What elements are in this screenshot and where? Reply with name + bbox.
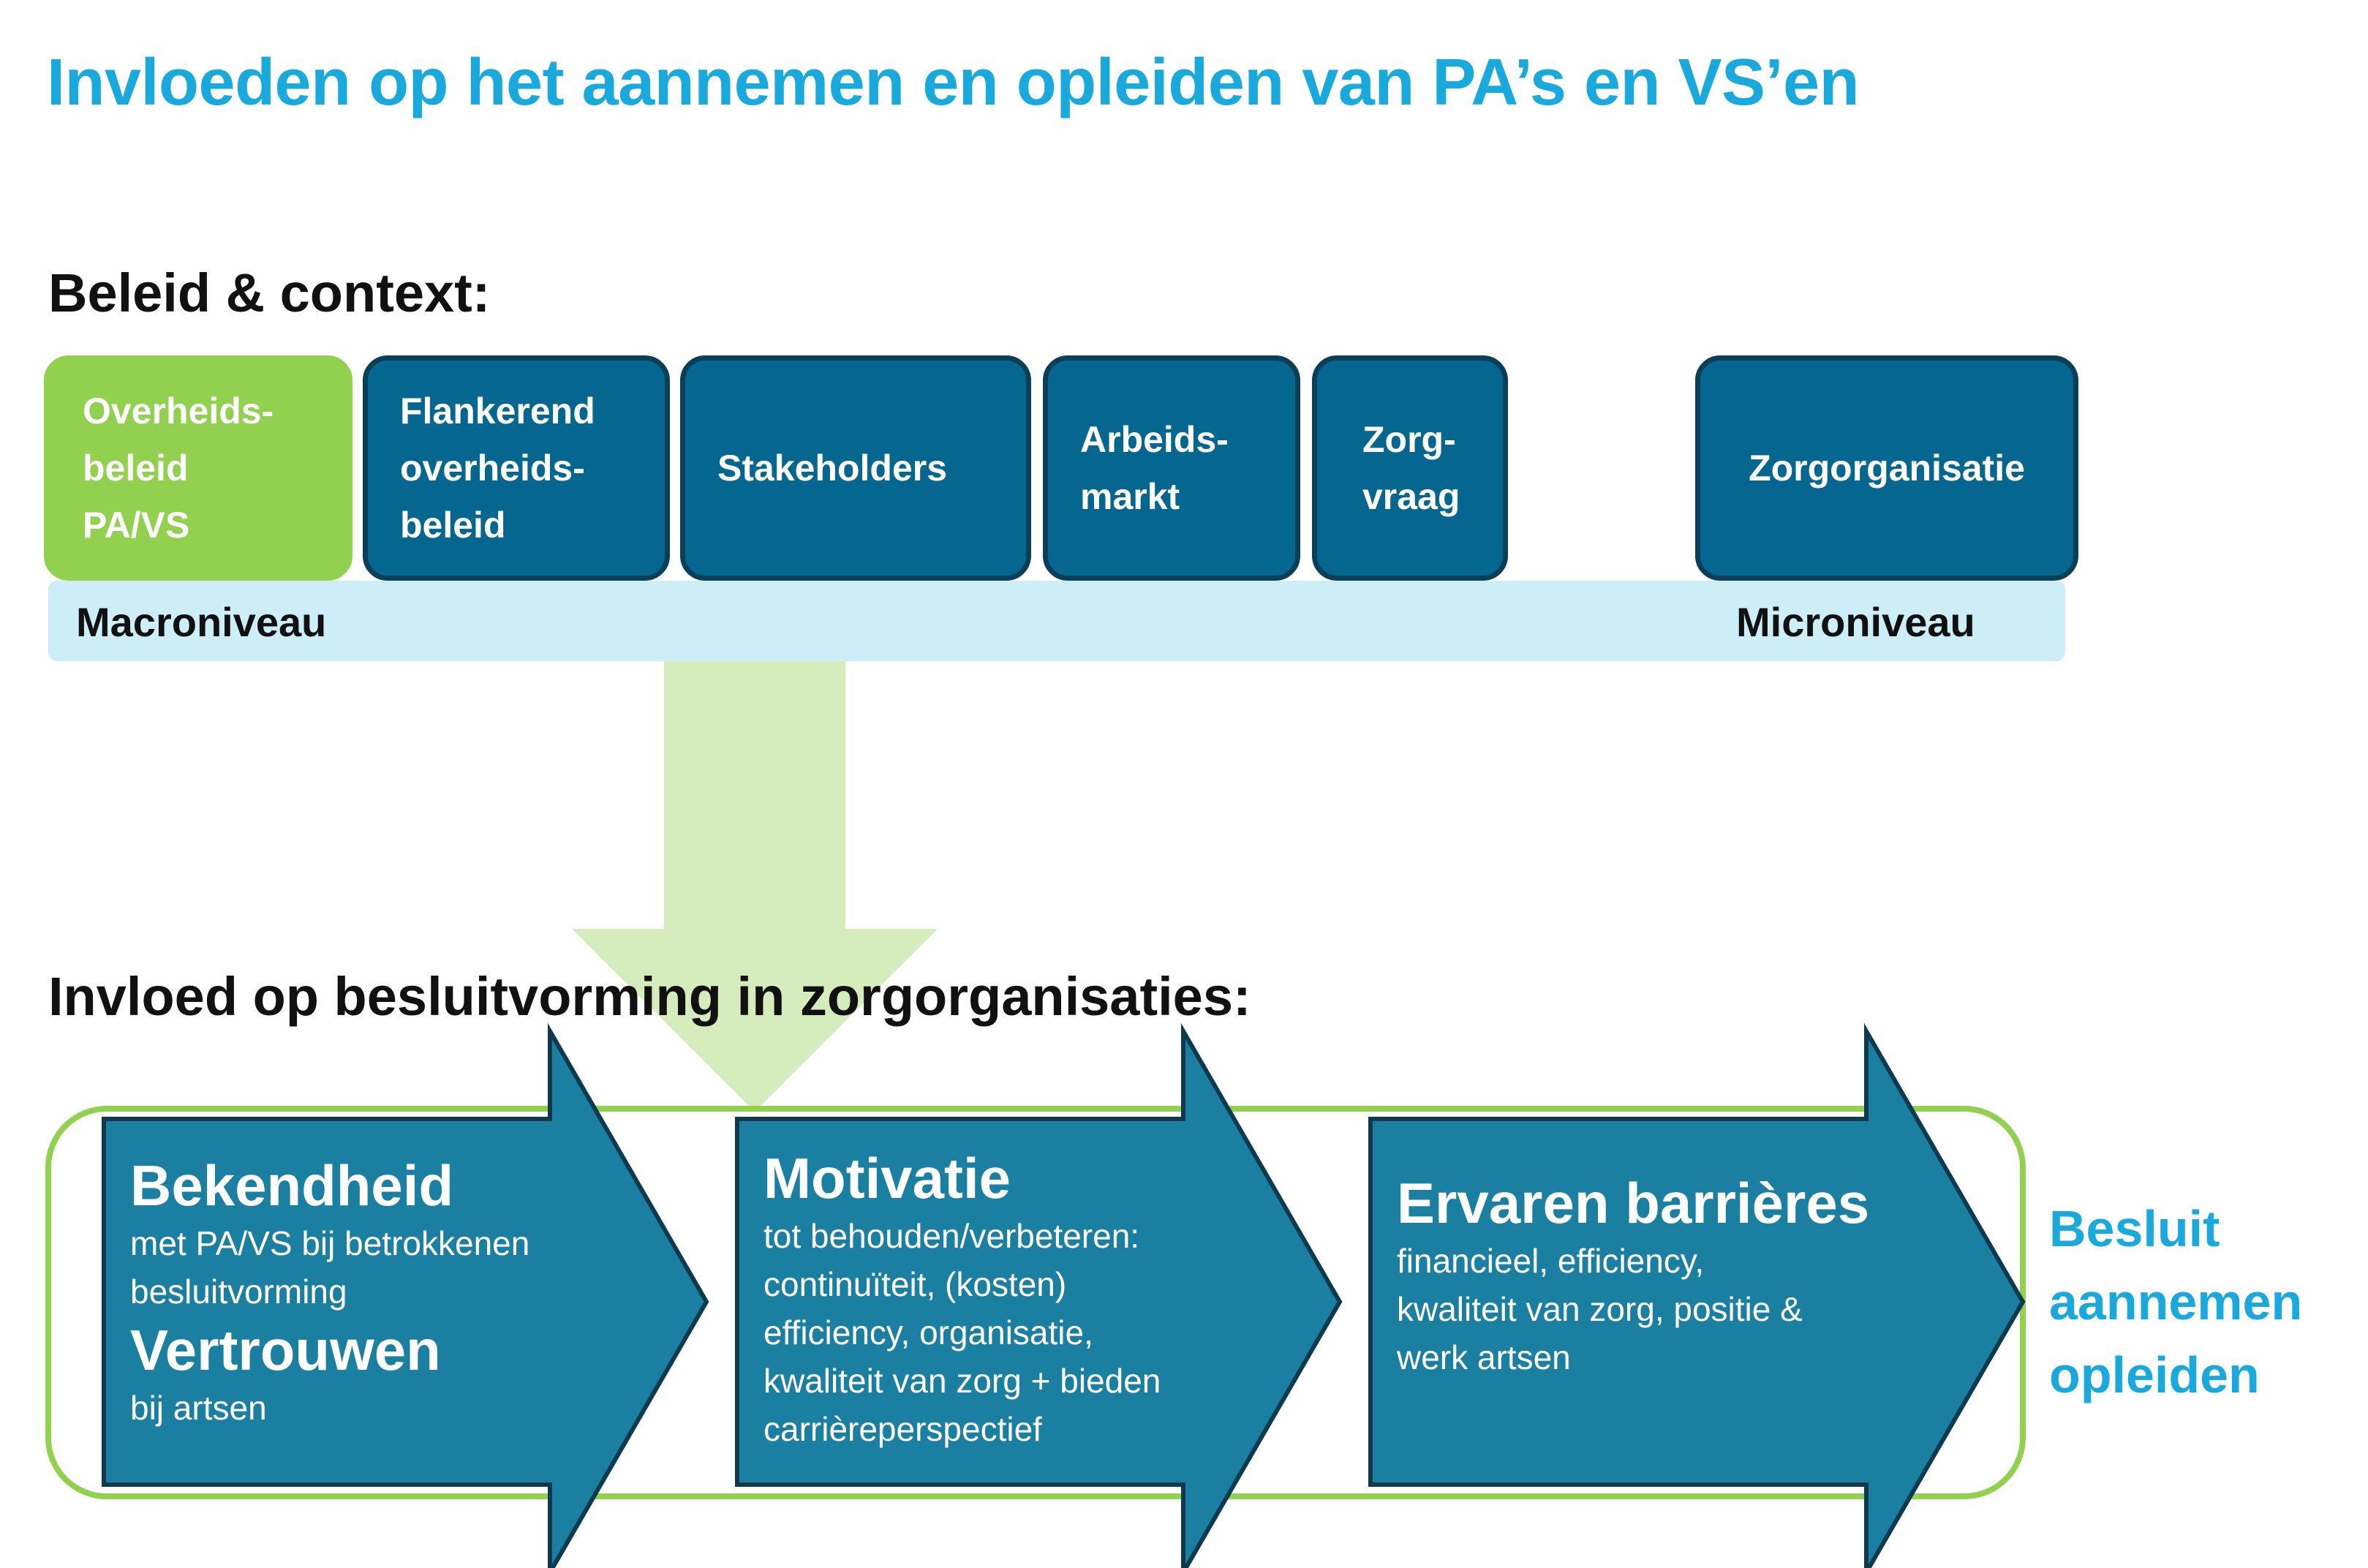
context-box-flankerend: Flankerend overheids- beleid bbox=[363, 355, 670, 581]
context-box-arbeidsmarkt: Arbeids- markt bbox=[1043, 355, 1300, 581]
context-box-zorgvraag: Zorg- vraag bbox=[1312, 355, 1508, 581]
step-heading: Bekendheid bbox=[130, 1153, 454, 1218]
step-arrow-bekendheid bbox=[102, 1022, 709, 1568]
scale-band bbox=[48, 581, 2065, 661]
step-heading: Motivatie bbox=[763, 1146, 1011, 1210]
result-text: Besluit aannemen opleiden bbox=[2049, 1200, 2303, 1403]
context-box-stakeholders: Stakeholders bbox=[680, 355, 1031, 581]
micro-label: Microniveau bbox=[1736, 599, 1975, 645]
context-box-label: Zorg- vraag bbox=[1362, 419, 1460, 517]
context-heading: Beleid & context: bbox=[48, 263, 491, 323]
macro-label: Macroniveau bbox=[76, 599, 327, 645]
step-heading: Ervaren barrières bbox=[1397, 1171, 1870, 1235]
decision-heading: Invloed op besluitvorming in zorgorganis… bbox=[48, 966, 1251, 1027]
influence-down-arrow bbox=[572, 661, 938, 1112]
step-text: tot behouden/verbeteren: continuïteit, (… bbox=[763, 1217, 1161, 1448]
context-box-label: Flankerend overheids- beleid bbox=[400, 391, 595, 546]
step-text: financieel, efficiency, kwaliteit van zo… bbox=[1397, 1242, 1803, 1376]
context-box-label: Stakeholders bbox=[717, 448, 948, 489]
context-box-label: Zorgorganisatie bbox=[1749, 448, 2025, 489]
step-barrieres: Ervaren barrières financieel, efficiency… bbox=[1397, 1170, 1869, 1382]
step-text-2: bij artsen bbox=[130, 1389, 267, 1427]
context-box-label: Arbeids- markt bbox=[1080, 419, 1229, 517]
context-box-overheidsbeleid: Overheids- beleid PA/VS bbox=[44, 355, 352, 581]
step-arrow-barrieres bbox=[1368, 1022, 2026, 1568]
page-title: Invloeden op het aannemen en opleiden va… bbox=[47, 46, 1860, 119]
step-motivatie: Motivatie tot behouden/verbeteren: conti… bbox=[763, 1145, 1161, 1453]
step-bekendheid: Bekendheid met PA/VS bij betrokkenen bes… bbox=[130, 1153, 529, 1432]
step-text: met PA/VS bij betrokkenen besluitvorming bbox=[130, 1224, 530, 1311]
context-box-zorgorganisatie: Zorgorganisatie bbox=[1695, 355, 2078, 581]
step-heading-2: Vertrouwen bbox=[130, 1318, 441, 1382]
step-arrow-motivatie bbox=[735, 1022, 1343, 1568]
context-box-label: Overheids- beleid PA/VS bbox=[83, 391, 274, 546]
